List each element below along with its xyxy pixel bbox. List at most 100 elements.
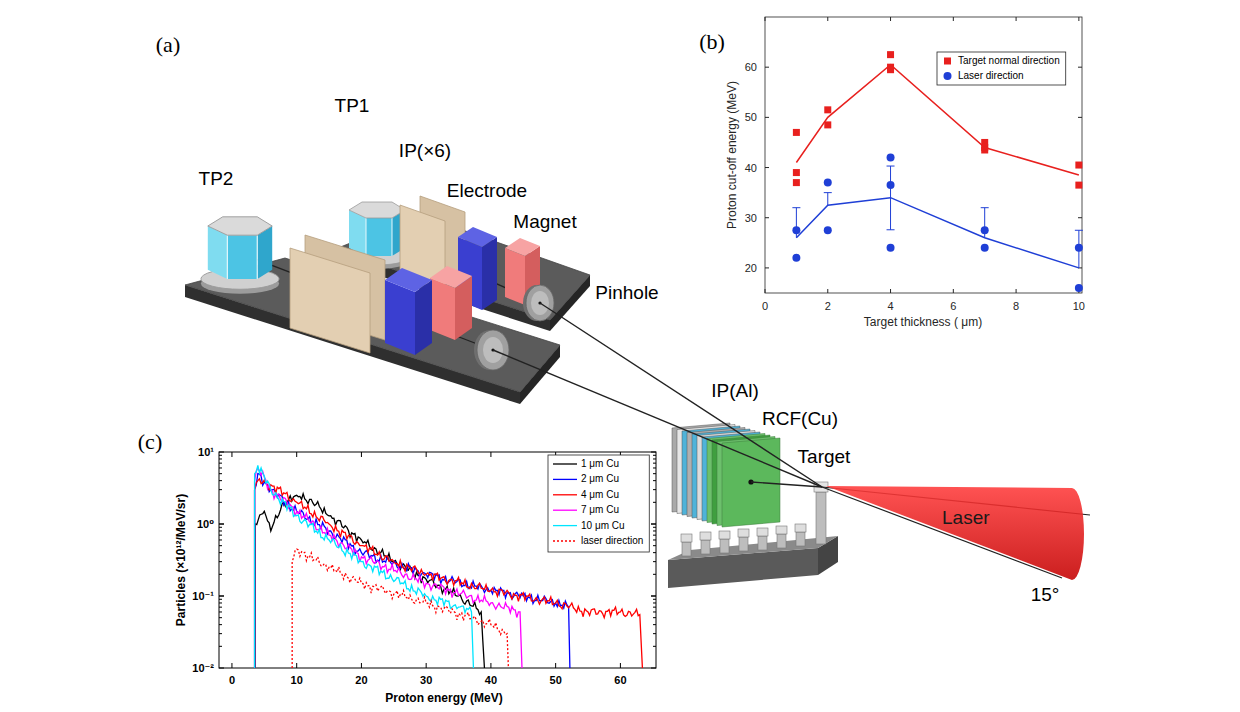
legend-sample <box>553 525 577 526</box>
tick-label: 2 <box>825 301 831 312</box>
tick-mark <box>1016 17 1017 21</box>
data-point <box>981 226 989 234</box>
tick-label: 50 <box>550 675 562 686</box>
tick-mark <box>827 17 828 21</box>
tick-label: 30 <box>745 212 757 223</box>
legend-label: 4 μm Cu <box>581 490 619 500</box>
magnet-block <box>505 248 525 305</box>
legend-label: Laser direction <box>958 71 1024 81</box>
tick-label: 8 <box>1013 301 1019 312</box>
data-point <box>824 179 832 187</box>
tick-mark <box>653 561 656 562</box>
error-cap <box>792 207 800 208</box>
target-foil <box>738 529 749 537</box>
panel-label: (b) <box>699 31 725 53</box>
target-post <box>701 540 710 554</box>
tick-mark <box>219 617 222 618</box>
tick-mark <box>653 633 656 634</box>
tick-mark <box>231 663 232 668</box>
image-plate <box>227 235 257 279</box>
tick-label: 20 <box>745 262 757 273</box>
legend-sample <box>553 479 577 480</box>
data-point <box>887 66 894 73</box>
tick-mark <box>219 599 222 600</box>
tick-mark <box>651 596 656 597</box>
tick-mark <box>219 473 222 474</box>
tick-mark <box>219 633 222 634</box>
target-foil <box>719 531 730 539</box>
target-post <box>796 532 805 546</box>
tick-mark <box>1078 67 1082 68</box>
tick-mark <box>953 17 954 21</box>
tick-mark <box>1078 17 1079 21</box>
data-point <box>981 244 989 252</box>
error-cap <box>1075 230 1083 231</box>
target-foil <box>776 526 787 534</box>
data-point <box>1075 182 1082 189</box>
tick-mark <box>765 167 769 168</box>
tick-mark <box>890 17 891 21</box>
tick-mark <box>653 646 656 647</box>
tick-mark <box>653 602 656 603</box>
error-bar <box>827 193 828 206</box>
plate-edge <box>366 218 367 256</box>
tick-mark <box>653 552 656 553</box>
target-post <box>720 539 729 553</box>
tick-mark <box>653 489 656 490</box>
tick-mark <box>219 458 222 459</box>
magnet-block <box>430 278 455 340</box>
legend-sample <box>944 58 951 65</box>
holder-top <box>668 536 838 560</box>
spectrum-chart <box>219 452 656 668</box>
image-plate-carousel <box>201 217 279 294</box>
legend-box <box>548 455 649 552</box>
error-cap <box>981 207 989 208</box>
tick-mark <box>890 289 891 293</box>
tick-mark <box>653 467 656 468</box>
plot-frame <box>765 17 1082 293</box>
tick-mark <box>219 561 222 562</box>
tick-mark <box>219 668 224 669</box>
tick-mark <box>219 524 224 525</box>
tick-mark <box>219 452 224 453</box>
component-label: Pinhole <box>595 283 658 302</box>
data-point <box>792 254 800 262</box>
tick-label: 6 <box>950 301 956 312</box>
tick-mark <box>653 599 656 600</box>
component-label: TP2 <box>199 169 234 188</box>
plate-edge <box>392 218 393 256</box>
data-point <box>887 181 895 189</box>
legend-label: Target normal direction <box>958 56 1060 66</box>
component-label: IP(×6) <box>399 141 451 160</box>
tick-mark <box>219 539 222 540</box>
magnet-block <box>415 280 432 355</box>
target-posts <box>681 482 828 556</box>
target-foil <box>681 534 692 542</box>
component-label: RCF(Cu) <box>762 409 838 428</box>
tick-label: 40 <box>485 675 497 686</box>
tick-mark <box>361 663 362 668</box>
spectrum-line <box>255 479 643 668</box>
tick-mark <box>219 602 222 603</box>
tick-mark <box>765 217 769 218</box>
tick-label: 60 <box>745 62 757 73</box>
tick-mark <box>1078 117 1082 118</box>
tick-mark <box>653 574 656 575</box>
data-point <box>887 154 895 162</box>
tick-mark <box>219 535 222 536</box>
data-point <box>792 226 800 234</box>
tick-mark <box>765 117 769 118</box>
data-point <box>824 121 831 128</box>
tick-mark <box>651 668 656 669</box>
tick-mark <box>651 524 656 525</box>
magnet-block <box>505 238 540 256</box>
tick-mark <box>219 455 222 456</box>
tick-label: 60 <box>614 675 626 686</box>
axis-title: Target thickness ( μm) <box>864 316 982 328</box>
tick-mark <box>490 663 491 668</box>
tick-mark <box>653 527 656 528</box>
tick-mark <box>653 458 656 459</box>
image-plate <box>366 218 392 256</box>
data-point <box>1075 162 1082 169</box>
